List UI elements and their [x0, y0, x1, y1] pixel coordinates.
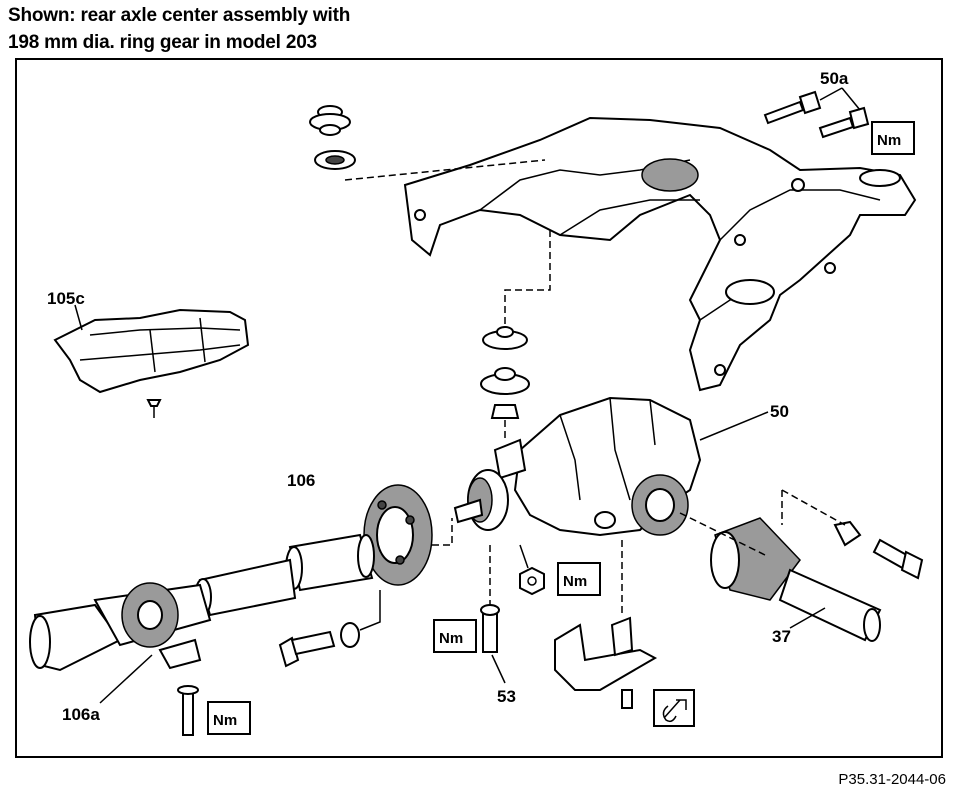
callout-37: 37: [772, 627, 791, 646]
diagram-frame: [15, 58, 943, 758]
callout-50: 50: [770, 402, 789, 421]
title-line-1: Shown: rear axle center assembly with: [8, 5, 351, 26]
torque-badge-nm-3: Nm: [433, 619, 477, 653]
bolt-53: [480, 545, 506, 684]
bolts-50a: [763, 87, 870, 139]
svg-text:Nm: Nm: [563, 573, 587, 590]
center-mount-stack: [480, 230, 551, 440]
callout-106: 106: [287, 471, 315, 490]
drive-shaft-front-section: [29, 582, 212, 736]
shaft-bolt-washer: [278, 590, 381, 668]
housing-nut: [519, 544, 545, 596]
diagram-title: Shown: rear axle center assembly with 19…: [8, 2, 350, 56]
axle-center-housing-50: [453, 396, 769, 537]
heat-shield-105c: [53, 304, 250, 418]
axle-shaft-37: [679, 489, 924, 642]
special-tool-icon: [653, 689, 695, 727]
callout-106a: 106a: [62, 705, 100, 724]
bracket-with-sensor: [554, 540, 658, 709]
torque-badge-nm-2: Nm: [557, 562, 601, 596]
flex-disc: [363, 484, 453, 586]
callout-50a: 50a: [820, 69, 849, 88]
callout-105c: 105c: [47, 289, 85, 308]
torque-badge-nm-1: Nm: [871, 121, 915, 155]
svg-text:Nm: Nm: [877, 132, 901, 149]
top-mount-bushing: [309, 105, 546, 181]
figure-reference: P35.31-2044-06: [838, 771, 946, 788]
callout-53: 53: [497, 687, 516, 706]
drive-shaft-106: [194, 533, 375, 617]
torque-badge-nm-4: Nm: [207, 701, 251, 735]
rear-axle-carrier: [403, 116, 917, 392]
svg-text:Nm: Nm: [439, 630, 463, 647]
title-line-2: 198 mm dia. ring gear in model 203: [8, 32, 317, 53]
svg-text:Nm: Nm: [213, 712, 237, 729]
